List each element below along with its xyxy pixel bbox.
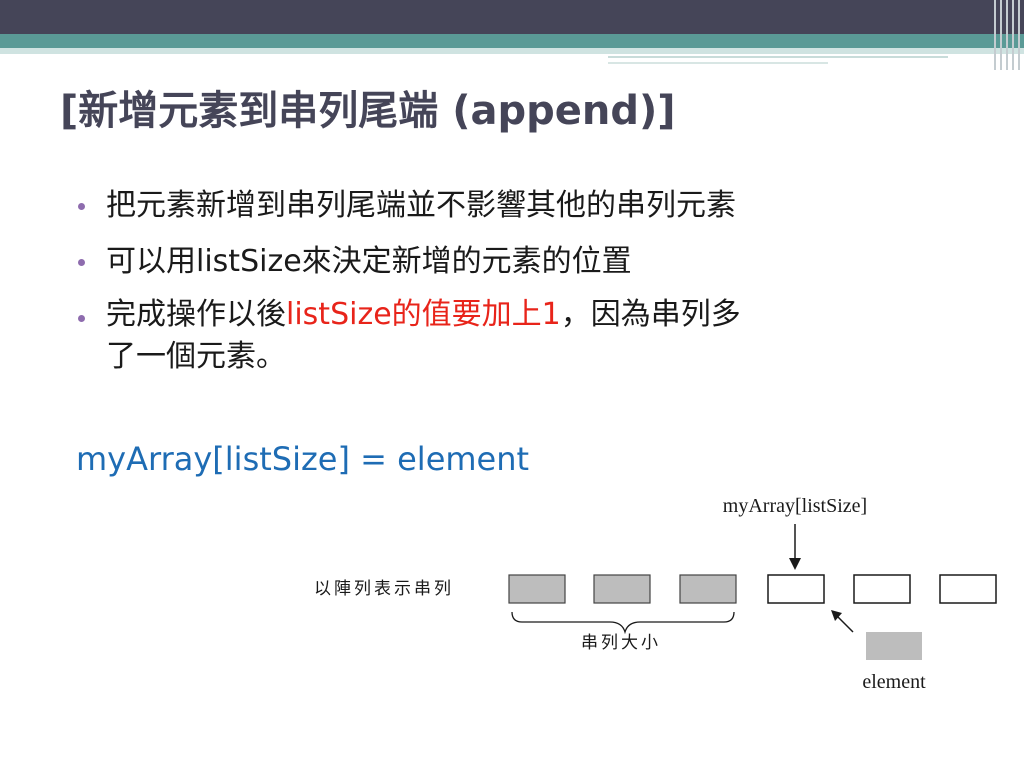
- corner-decoration: [990, 0, 1024, 70]
- array-cell-filled: [679, 574, 737, 604]
- header-band-teal: [0, 34, 1024, 48]
- pointer-arrow-head-icon: [789, 558, 801, 570]
- size-brace: [511, 611, 735, 635]
- array-cell-filled: [508, 574, 566, 604]
- bullet-item: 把元素新增到串列尾端並不影響其他的串列元素: [78, 182, 958, 230]
- row-label: 以陣列表示串列: [314, 579, 454, 599]
- bullet-text-highlight: listSize的值要加上1: [286, 297, 561, 332]
- array-cell-empty: [939, 574, 997, 604]
- element-arrow-head-icon: [831, 610, 842, 621]
- array-cell-filled: [593, 574, 651, 604]
- bullet-item: 完成操作以後listSize的值要加上1，因為串列多了一個元素。: [78, 294, 958, 378]
- bullet-text: 了一個元素。: [106, 339, 286, 374]
- header-band-dark: [0, 0, 1024, 34]
- brace-label: 串列大小: [581, 633, 661, 653]
- formula: myArray[listSize] = element: [76, 440, 530, 478]
- bullet-text: ，因為串列多: [560, 297, 741, 332]
- array-cell-empty: [853, 574, 911, 604]
- bullet-item: 可以用listSize來決定新增的元素的位置: [78, 238, 958, 286]
- array-diagram: myArray[listSize] 以陣列表示串列 串列大小 element: [314, 495, 997, 693]
- header-accent-line: [608, 56, 948, 58]
- header-accent-line-2: [608, 62, 828, 64]
- bullet-text: 完成操作以後: [106, 297, 286, 332]
- bullet-dot-icon: [78, 315, 85, 322]
- pointer-label: myArray[listSize]: [723, 495, 867, 517]
- array-cell-empty: [767, 574, 825, 604]
- bullet-text: 把元素新增到串列尾端並不影響其他的串列元素: [106, 188, 736, 223]
- new-element-cell: [866, 632, 922, 660]
- bullet-dot-icon: [78, 203, 85, 210]
- bullet-dot-icon: [78, 259, 85, 266]
- header-band-light: [0, 48, 1024, 54]
- bullet-list: 把元素新增到串列尾端並不影響其他的串列元素 可以用listSize來決定新增的元…: [78, 182, 958, 386]
- bullet-text: 來決定新增的元素的位置: [301, 244, 632, 279]
- bullet-text: 可以用: [106, 244, 196, 279]
- element-arrow-line: [837, 616, 854, 633]
- bullet-text-code: listSize: [196, 244, 302, 279]
- element-label: element: [862, 671, 926, 693]
- slide-title: [新增元素到串列尾端 (append)]: [60, 88, 676, 134]
